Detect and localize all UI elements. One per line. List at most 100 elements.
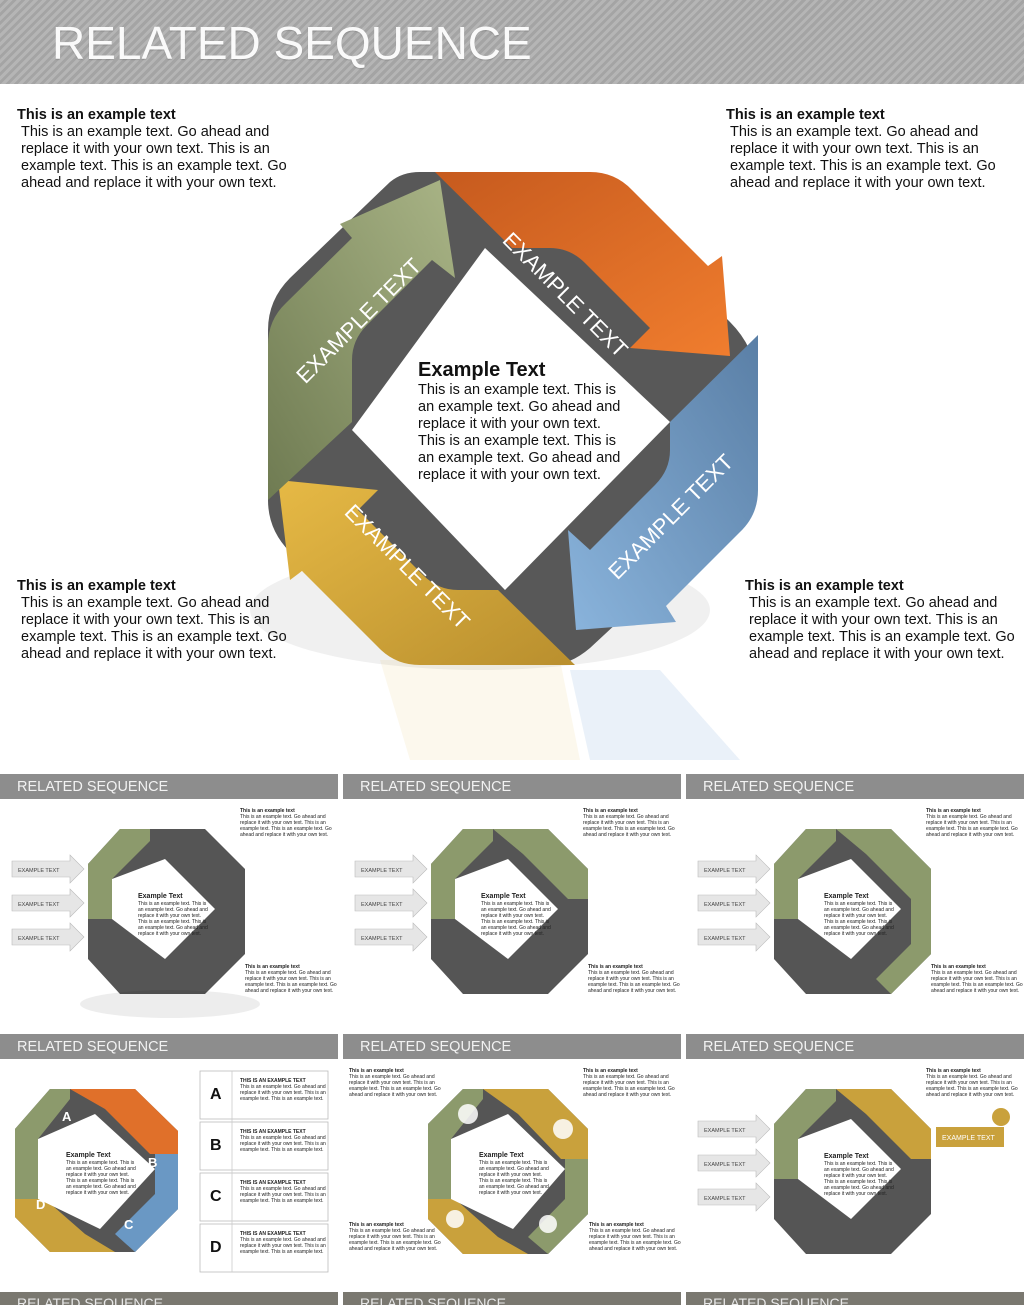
svg-text:EXAMPLE TEXT: EXAMPLE TEXT <box>704 1162 746 1168</box>
orange-arrow <box>435 172 730 356</box>
coin-icon <box>446 1210 464 1228</box>
corner-text-bottom-left: This is an example text This is an examp… <box>17 578 287 663</box>
cycle-diagram: EXAMPLE TEXT EXAMPLE TEXT EXAMPLE TEXT E… <box>250 172 758 760</box>
corner-heading: This is an example text <box>17 578 176 594</box>
chart-icon <box>553 1119 573 1139</box>
thumbnail-title: RELATED SEQUENCE <box>360 779 512 795</box>
svg-text:B: B <box>210 1137 222 1154</box>
corner-heading: This is an example text <box>17 107 176 123</box>
center-text-box: Example Text This is an example text. Th… <box>418 358 628 484</box>
svg-text:B: B <box>148 1155 157 1170</box>
center-title: Example Text <box>418 359 546 381</box>
thumbnail-title-bar: RELATED SEQUENCE <box>343 774 681 799</box>
svg-text:EXAMPLE TEXT: EXAMPLE TEXT <box>18 902 60 908</box>
thumbnail-title: RELATED SEQUENCE <box>17 779 169 795</box>
thumbnail-title-bar: RELATED SEQUENCE <box>0 774 338 799</box>
svg-text:D: D <box>36 1197 45 1212</box>
corner-body: This is an example text. Go ahead and re… <box>730 124 996 191</box>
corner-heading: This is an example text <box>726 107 885 123</box>
thumbnail-diagram: EXAMPLE TEXT EXAMPLE TEXT EXAMPLE TEXT <box>11 829 260 1018</box>
blue-reflection <box>570 670 740 760</box>
yellow-reflection <box>380 660 580 760</box>
svg-text:EXAMPLE TEXT: EXAMPLE TEXT <box>704 1128 746 1134</box>
svg-text:EXAMPLE TEXT: EXAMPLE TEXT <box>361 868 403 874</box>
thumbnail-diagram: EXAMPLE TEXT EXAMPLE TEXT EXAMPLE TEXT <box>354 829 588 994</box>
thumbnail-diagram <box>428 1089 588 1254</box>
thumbnail-7-bar[interactable]: RELATED SEQUENCE <box>0 1292 338 1305</box>
svg-text:EXAMPLE TEXT: EXAMPLE TEXT <box>704 902 746 908</box>
svg-text:EXAMPLE TEXT: EXAMPLE TEXT <box>704 936 746 942</box>
thumbnail-diagram: A B C D A B C D <box>15 1070 329 1273</box>
yellow-arrow <box>278 480 575 665</box>
thumbnail-6[interactable]: RELATED SEQUENCE EXAMPLE TEXT EXAMPLE TE… <box>686 1034 1024 1292</box>
svg-text:EXAMPLE TEXT: EXAMPLE TEXT <box>704 1196 746 1202</box>
svg-text:EXAMPLE TEXT: EXAMPLE TEXT <box>18 936 60 942</box>
letter-list: A B C D <box>199 1070 329 1273</box>
thumbnail-title: RELATED SEQUENCE <box>703 779 855 795</box>
corner-body: This is an example text. Go ahead and re… <box>749 595 1015 662</box>
center-body: This is an example text. This is an exam… <box>418 382 621 483</box>
corner-text-top-right: This is an example text This is an examp… <box>726 107 996 192</box>
center-area <box>352 248 670 590</box>
thumbnail-title: RELATED SEQUENCE <box>360 1039 512 1055</box>
thumbnail-diagram: EXAMPLE TEXT EXAMPLE TEXT EXAMPLE TEXT <box>697 829 931 994</box>
svg-text:EXAMPLE TEXT: EXAMPLE TEXT <box>361 936 403 942</box>
svg-text:C: C <box>124 1217 134 1232</box>
thumbnail-title-bar: RELATED SEQUENCE <box>0 1034 338 1059</box>
thumbnail-9-bar[interactable]: RELATED SEQUENCE <box>686 1292 1024 1305</box>
svg-text:EXAMPLE TEXT: EXAMPLE TEXT <box>18 868 60 874</box>
thumbnail-title-bar: RELATED SEQUENCE <box>686 774 1024 799</box>
svg-text:D: D <box>210 1239 222 1256</box>
corner-body: This is an example text. Go ahead and re… <box>21 124 287 191</box>
header-bar: RELATED SEQUENCE <box>0 0 1024 84</box>
svg-text:EXAMPLE TEXT: EXAMPLE TEXT <box>942 1135 996 1142</box>
svg-text:EXAMPLE TEXT: EXAMPLE TEXT <box>704 868 746 874</box>
corner-heading: This is an example text <box>745 578 904 594</box>
thumbnail-title-bar: RELATED SEQUENCE <box>343 1034 681 1059</box>
corner-text-bottom-right: This is an example text This is an examp… <box>745 578 1015 663</box>
thumbnail-4[interactable]: RELATED SEQUENCE A B C D A B C D Example… <box>0 1034 338 1292</box>
thumbnail-3[interactable]: RELATED SEQUENCE EXAMPLE TEXT EXAMPLE TE… <box>686 774 1024 1032</box>
runner-icon <box>458 1104 478 1124</box>
side-arrows: EXAMPLE TEXT EXAMPLE TEXT EXAMPLE TEXT <box>11 854 85 952</box>
page-title: RELATED SEQUENCE <box>52 17 532 69</box>
corner-body: This is an example text. Go ahead and re… <box>21 595 287 662</box>
thumbnail-1[interactable]: RELATED SEQUENCE EXAMPLE TEXT EXAMPLE TE… <box>0 774 338 1032</box>
gear-icon <box>539 1215 557 1233</box>
svg-text:A: A <box>62 1109 72 1124</box>
svg-text:EXAMPLE TEXT: EXAMPLE TEXT <box>361 902 403 908</box>
svg-text:C: C <box>210 1188 222 1205</box>
thumbnail-diagram: EXAMPLE TEXT EXAMPLE TEXT EXAMPLE TEXT E… <box>697 1089 1010 1254</box>
thumbnail-title-bar: RELATED SEQUENCE <box>686 1034 1024 1059</box>
target-icon <box>992 1108 1010 1126</box>
corner-text-top-left: This is an example text This is an examp… <box>17 107 287 192</box>
green-arrow <box>268 180 455 500</box>
thumbnail-title: RELATED SEQUENCE <box>703 1039 855 1055</box>
thumbnail-8-bar[interactable]: RELATED SEQUENCE <box>343 1292 681 1305</box>
svg-text:A: A <box>210 1086 222 1103</box>
blue-arrow <box>568 335 758 630</box>
thumbnail-2[interactable]: RELATED SEQUENCE EXAMPLE TEXT EXAMPLE TE… <box>343 774 681 1032</box>
